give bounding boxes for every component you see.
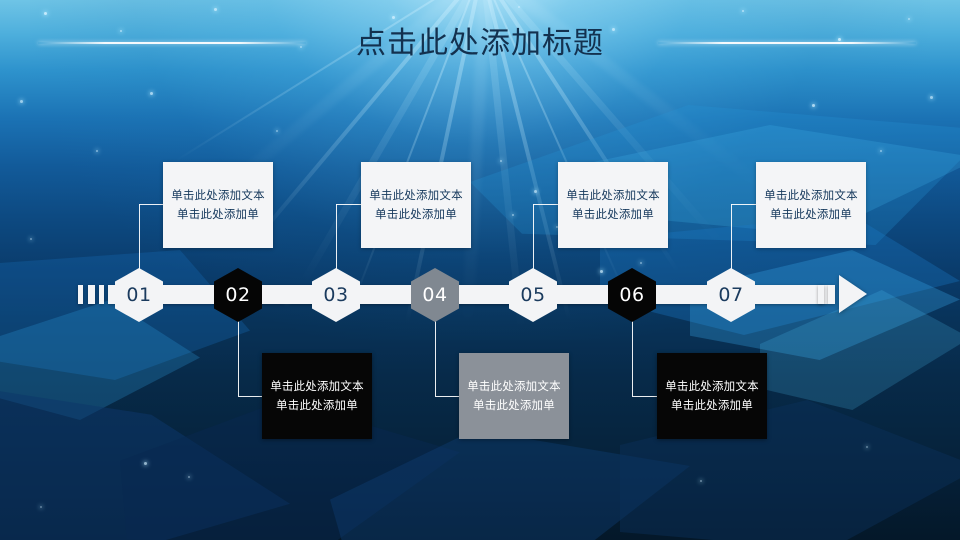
timeline-node-01[interactable]: 01	[115, 268, 163, 322]
step-textbox-01[interactable]: 单击此处添加文本单击此处添加单	[163, 162, 273, 248]
timeline-node-07[interactable]: 07	[707, 268, 755, 322]
timeline-tail-dash	[99, 285, 104, 304]
timeline-node-label: 06	[619, 284, 645, 306]
page-title: 点击此处添加标题	[356, 26, 604, 61]
timeline-node-label: 04	[422, 284, 448, 306]
step-textbox-text: 单击此处添加文本单击此处添加单	[764, 188, 858, 221]
timeline-tail-dash	[78, 285, 83, 304]
title-rule-left	[38, 42, 306, 44]
step-textbox-04[interactable]: 单击此处添加文本单击此处添加单	[459, 353, 569, 439]
timeline-node-label: 02	[225, 284, 251, 306]
timeline-node-label: 03	[323, 284, 349, 306]
timeline-node-04[interactable]: 04	[411, 268, 459, 322]
timeline-node-03[interactable]: 03	[312, 268, 360, 322]
timeline-arrow-icon	[839, 275, 867, 313]
step-textbox-text: 单击此处添加文本单击此处添加单	[270, 379, 364, 412]
step-textbox-text: 单击此处添加文本单击此处添加单	[171, 188, 265, 221]
timeline-node-label: 05	[520, 284, 546, 306]
timeline-node-label: 01	[126, 284, 152, 306]
step-textbox-02[interactable]: 单击此处添加文本单击此处添加单	[262, 353, 372, 439]
title-rule-right	[658, 42, 916, 44]
step-textbox-text: 单击此处添加文本单击此处添加单	[665, 379, 759, 412]
timeline-node-05[interactable]: 05	[509, 268, 557, 322]
step-textbox-03[interactable]: 单击此处添加文本单击此处添加单	[361, 162, 471, 248]
timeline-head-dash	[828, 285, 835, 304]
timeline-head-dash	[818, 285, 824, 304]
step-textbox-05[interactable]: 单击此处添加文本单击此处添加单	[558, 162, 668, 248]
timeline-node-02[interactable]: 02	[214, 268, 262, 322]
timeline-node-06[interactable]: 06	[608, 268, 656, 322]
step-textbox-06[interactable]: 单击此处添加文本单击此处添加单	[657, 353, 767, 439]
step-textbox-07[interactable]: 单击此处添加文本单击此处添加单	[756, 162, 866, 248]
step-textbox-text: 单击此处添加文本单击此处添加单	[369, 188, 463, 221]
step-textbox-text: 单击此处添加文本单击此处添加单	[467, 379, 561, 412]
timeline-tail-dash	[88, 285, 95, 304]
timeline-node-label: 07	[718, 284, 744, 306]
step-textbox-text: 单击此处添加文本单击此处添加单	[566, 188, 660, 221]
